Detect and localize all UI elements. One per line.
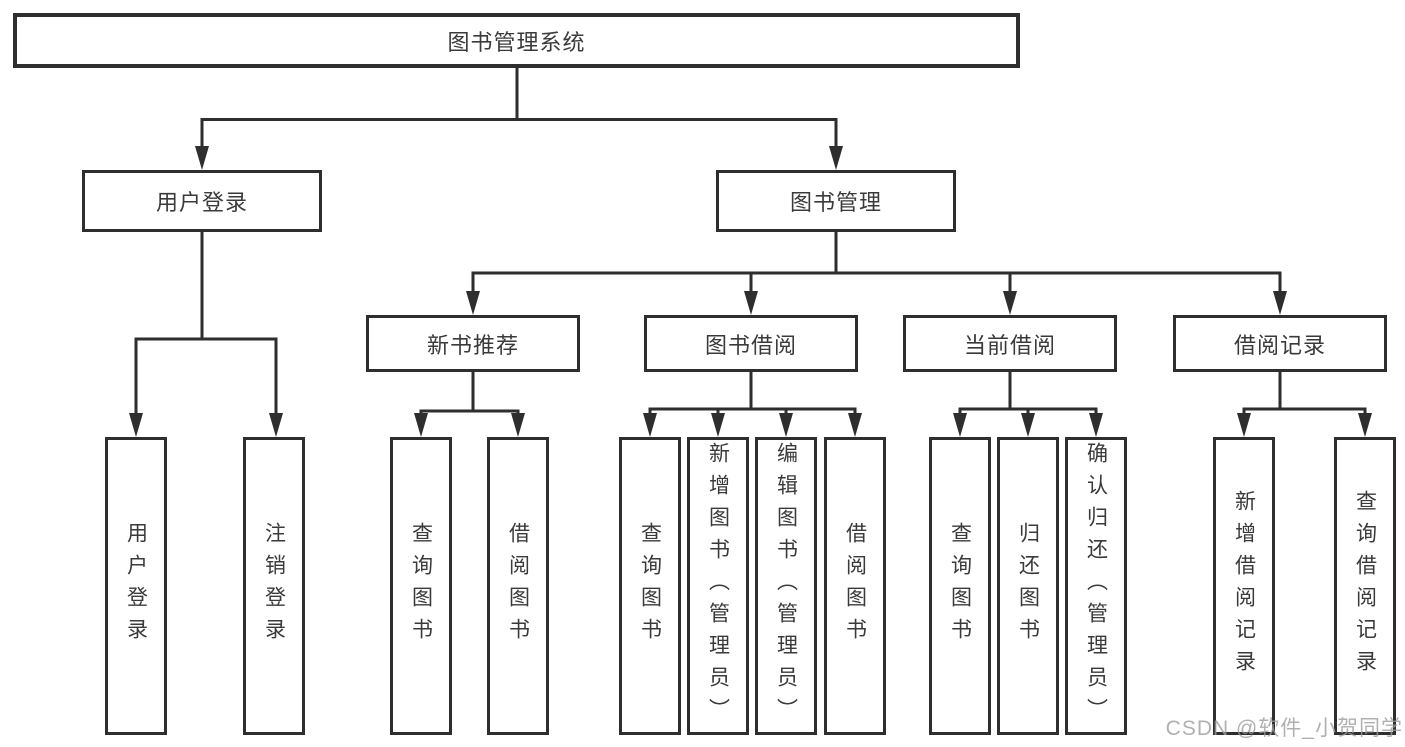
- leaf-user-login: 用户登录: [105, 437, 167, 735]
- node-book-mgmt: 图书管理: [716, 170, 956, 232]
- leaf-add-book-admin-label: 新增图书（管理员）: [706, 442, 730, 730]
- leaf-query-borrow-record-label: 查询借阅记录: [1353, 490, 1377, 682]
- leaf-user-login-label: 用户登录: [124, 522, 148, 650]
- connector-new-book-rec-children: [414, 372, 525, 437]
- leaf-return-book: 归还图书: [997, 437, 1059, 735]
- leaf-rec-borrow-books: 借阅图书: [487, 437, 549, 735]
- node-book-mgmt-label: 图书管理: [789, 190, 882, 215]
- leaf-rec-borrow-books-label: 借阅图书: [506, 522, 530, 650]
- node-new-book-rec-label: 新书推荐: [426, 332, 519, 358]
- leaf-add-book-admin: 新增图书（管理员）: [687, 437, 749, 735]
- node-user-login: 用户登录: [82, 170, 322, 232]
- node-new-book-rec: 新书推荐: [366, 315, 580, 372]
- node-root-label: 图书管理系统: [447, 29, 586, 55]
- node-current-borrow: 当前借阅: [903, 315, 1117, 372]
- leaf-borrow-books: 借阅图书: [824, 437, 886, 735]
- leaf-edit-book-admin-label: 编辑图书（管理员）: [774, 442, 798, 730]
- node-book-borrow-label: 图书借阅: [704, 332, 797, 358]
- connector-book-borrow-children: [643, 372, 862, 437]
- leaf-confirm-return-admin: 确认归还（管理员）: [1065, 437, 1127, 735]
- leaf-logout: 注销登录: [243, 437, 305, 735]
- leaf-add-borrow-record-label: 新增借阅记录: [1232, 490, 1256, 682]
- node-borrow-record-label: 借阅记录: [1233, 332, 1326, 358]
- leaf-current-query-books-label: 查询图书: [948, 522, 972, 650]
- node-book-borrow: 图书借阅: [644, 315, 858, 372]
- leaf-confirm-return-admin-label: 确认归还（管理员）: [1084, 442, 1108, 730]
- connector-root-to-level2: [195, 68, 843, 170]
- leaf-borrow-query-books: 查询图书: [619, 437, 681, 735]
- connector-book-mgmt-children: [466, 232, 1287, 315]
- leaf-logout-label: 注销登录: [262, 522, 286, 650]
- leaf-edit-book-admin: 编辑图书（管理员）: [755, 437, 817, 735]
- leaf-rec-query-books: 查询图书: [390, 437, 452, 735]
- leaf-query-borrow-record: 查询借阅记录: [1334, 437, 1396, 735]
- csdn-watermark: CSDN @软件_小贺同学: [1165, 717, 1403, 740]
- connector-user-login-children: [129, 232, 283, 437]
- leaf-add-borrow-record: 新增借阅记录: [1213, 437, 1275, 735]
- leaf-return-book-label: 归还图书: [1016, 522, 1040, 650]
- node-current-borrow-label: 当前借阅: [963, 332, 1056, 358]
- leaf-borrow-books-label: 借阅图书: [843, 522, 867, 650]
- leaf-current-query-books: 查询图书: [929, 437, 991, 735]
- leaf-borrow-query-books-label: 查询图书: [638, 522, 662, 650]
- node-root: 图书管理系统: [13, 13, 1020, 68]
- leaf-rec-query-books-label: 查询图书: [409, 522, 433, 650]
- node-user-login-label: 用户登录: [155, 190, 248, 215]
- connector-current-borrow-children: [953, 372, 1103, 437]
- connector-borrow-record-children: [1237, 372, 1372, 437]
- node-borrow-record: 借阅记录: [1173, 315, 1387, 372]
